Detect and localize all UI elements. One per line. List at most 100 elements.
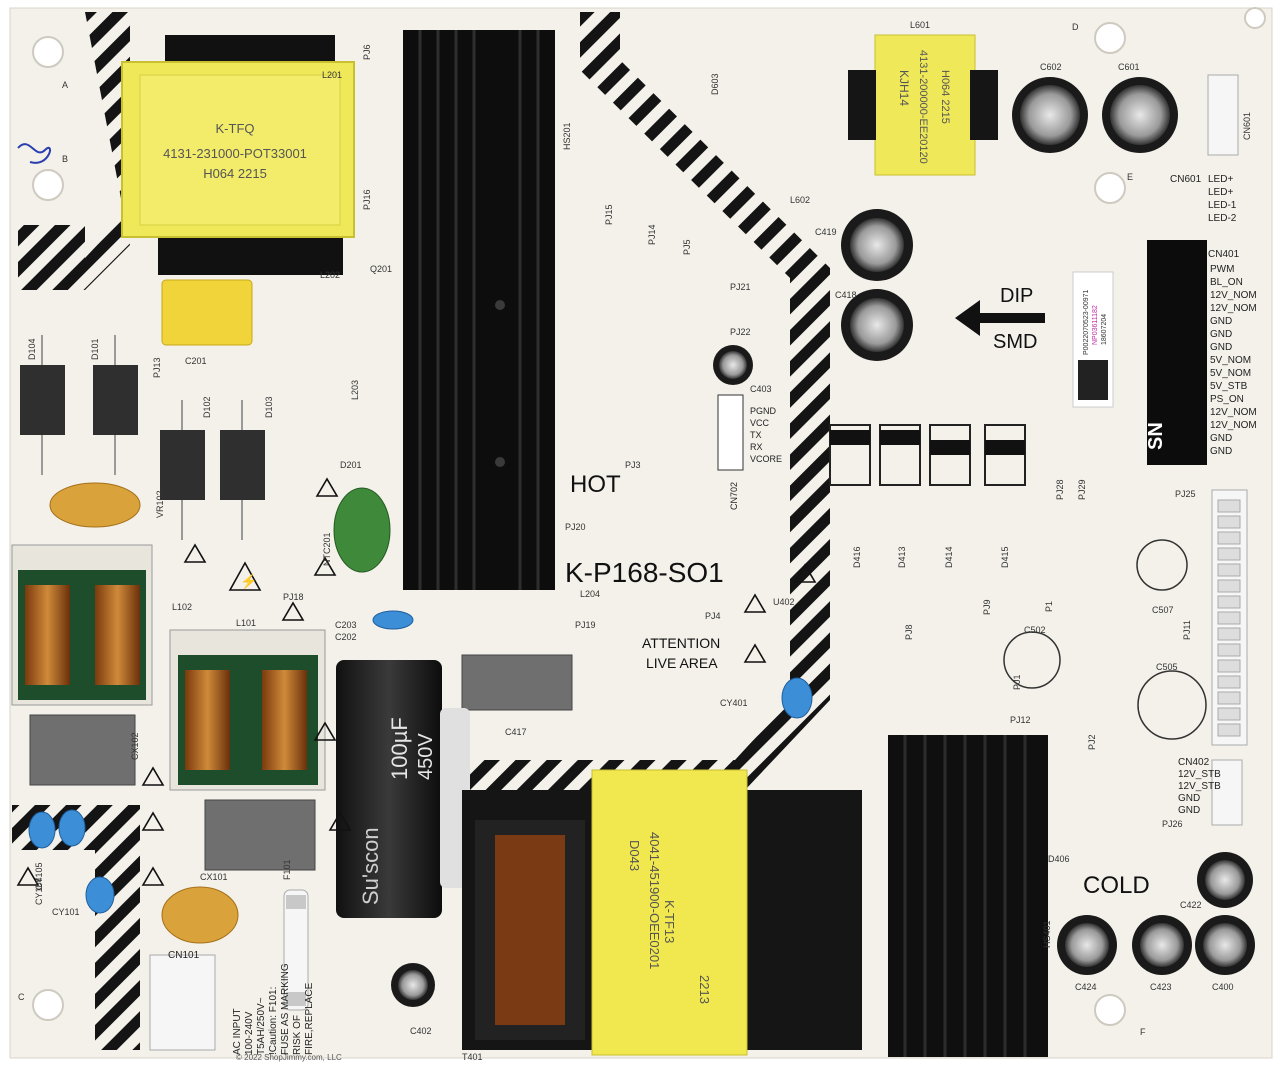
y-capacitors — [28, 610, 813, 914]
fuse-caution-text: T5AH/250V~ !Caution: F101: FUSE AS MARKI… — [256, 963, 315, 1055]
cn401-pin-11: PS_ON — [1210, 394, 1244, 405]
refdes-pj4: PJ4 — [705, 611, 721, 621]
refdes-c601: C601 — [1118, 62, 1140, 72]
refdes-pj29: PJ29 — [1077, 479, 1087, 500]
t201-label-3: H064 2215 — [203, 166, 267, 181]
corner-d: D — [1072, 22, 1079, 32]
corner-e: E — [1127, 172, 1133, 182]
refdes-cy401: CY401 — [720, 698, 748, 708]
bulk-cap-voltage: 450V — [415, 733, 437, 780]
serial-sticker: P0022070523-00971 NP03611182 18607204 — [1072, 271, 1114, 408]
cn702-pin-2: VCC — [750, 418, 770, 428]
connector-cn601-body — [1207, 74, 1239, 156]
refdes-c602: C602 — [1040, 62, 1062, 72]
refdes-pj11: PJ11 — [1182, 620, 1192, 640]
refdes-p1: P1 — [1044, 601, 1054, 612]
refdes-l204: L204 — [580, 589, 600, 599]
connector-cn101-body — [149, 954, 216, 1051]
refdes-c422: C422 — [1180, 900, 1202, 910]
refdes-l201: L201 — [322, 70, 342, 80]
cn401-pin-13: 12V_NOM — [1210, 420, 1257, 431]
refdes-cy101: CY101 — [52, 907, 80, 917]
refdes-l202: L202 — [320, 270, 340, 280]
cn401-pin-14: GND — [1210, 433, 1232, 444]
fuse-caution-1: T5AH/250V~ — [256, 997, 267, 1055]
refdes-d102: D102 — [202, 396, 212, 418]
cn402-pin-3: GND — [1178, 793, 1200, 804]
wire-mark — [17, 143, 51, 164]
transformer-t201: K-TFQ 4131-231000-POT33001 H064 2215 — [121, 35, 355, 275]
connector-cn402-body — [1211, 759, 1243, 826]
cn401-pin-3: 12V_NOM — [1210, 290, 1257, 301]
refdes-d101: D101 — [90, 338, 100, 360]
connector-cn401 — [1211, 489, 1248, 746]
refdes-d406: D406 — [1048, 854, 1070, 864]
refdes-cy104: CY104 — [34, 877, 44, 905]
refdes-hs401: HS401 — [1042, 920, 1052, 948]
board-model: K-P168-SO1 — [565, 557, 724, 588]
sn-label: SN — [1145, 422, 1167, 450]
refdes-c403: C403 — [750, 384, 772, 394]
smd-diode-bands — [830, 430, 1025, 455]
cn401-pin-4: 12V_NOM — [1210, 303, 1257, 314]
cn702-title: CN702 — [729, 482, 739, 510]
electrolytic-capacitors — [391, 77, 1255, 1007]
refdes-c505: C505 — [1156, 662, 1178, 672]
cn401-pin-10: 5V_STB — [1210, 381, 1248, 392]
cn401-pin-8: 5V_NOM — [1210, 355, 1251, 366]
refdes-c507: C507 — [1152, 605, 1174, 615]
corner-a: A — [62, 80, 68, 90]
ntc-thermistor — [333, 487, 391, 573]
refdes-pj21: PJ21 — [730, 282, 751, 292]
refdes-l601: L601 — [910, 20, 930, 30]
refdes-pj25: PJ25 — [1175, 489, 1196, 499]
heatsink-hs401 — [888, 735, 1048, 1057]
ac-input-text: AC INPUT 100-240V — [232, 1008, 255, 1055]
refdes-c400: C400 — [1212, 982, 1234, 992]
refdes-pj20: PJ20 — [565, 522, 586, 532]
refdes-pj18: PJ18 — [283, 592, 304, 602]
cn402-pin-4: GND — [1178, 805, 1200, 816]
refdes-pj26: PJ26 — [1162, 819, 1183, 829]
t401-label-3: D043 — [627, 840, 642, 871]
refdes-l203: L203 — [350, 380, 360, 400]
high-voltage-icon: ⚡ — [240, 573, 257, 590]
sticker-line-1: P0022070523-00971 — [1083, 289, 1090, 355]
refdes-pj28: PJ28 — [1055, 479, 1065, 500]
refdes-l101: L101 — [236, 618, 256, 628]
refdes-d413: D413 — [897, 546, 907, 568]
rectifier-diodes — [20, 335, 265, 540]
cn401-pin-5: GND — [1210, 316, 1232, 327]
cn601-labels: CN601 LED+ LED+ LED-1 LED-2 — [1170, 174, 1237, 224]
cn601-pin-3: LED-1 — [1208, 200, 1237, 211]
cn601-pin-2: LED+ — [1208, 187, 1233, 198]
choke-l102 — [11, 544, 153, 706]
corner-b: B — [62, 154, 68, 164]
ac-input-line-2: 100-240V — [244, 1011, 255, 1055]
refdes-cx101: CX101 — [200, 872, 228, 882]
l601-label-1: KJH14 — [897, 70, 911, 106]
heatsink-hs201 — [403, 30, 555, 590]
t201-label-1: K-TFQ — [216, 121, 255, 136]
refdes-pj13: PJ13 — [152, 357, 162, 378]
cn402-pin-2: 12V_STB — [1178, 781, 1221, 792]
attention-line-2: LIVE AREA — [646, 655, 718, 671]
connector-cn702-body — [717, 394, 744, 471]
transformer-t401: K-TF13 4041-451900-OEE0201 D043 2213 — [462, 769, 862, 1056]
cn401-labels: CN401 PWM BL_ON 12V_NOM 12V_NOM GND GND … — [1208, 249, 1257, 457]
refdes-pj12: PJ12 — [1010, 715, 1031, 725]
dip-smd-marker: DIP SMD — [955, 285, 1045, 353]
refdes-d103: D103 — [264, 396, 274, 418]
refdes-c402: C402 — [410, 1026, 432, 1036]
refdes-cy105: CY105 — [34, 862, 44, 890]
refdes-pj8: PJ8 — [904, 624, 914, 640]
refdes-c417: C417 — [505, 727, 527, 737]
refdes-d104: D104 — [27, 338, 37, 360]
l601-label-2: 4131-200000-EE20120 — [917, 50, 929, 164]
cn402-title: CN402 — [1178, 757, 1210, 768]
inductor-l601: KJH14 4131-200000-EE20120 H064 2215 — [848, 34, 998, 176]
cn601-pin-4: LED-2 — [1208, 213, 1237, 224]
cn702-pin-1: PGND — [750, 406, 777, 416]
